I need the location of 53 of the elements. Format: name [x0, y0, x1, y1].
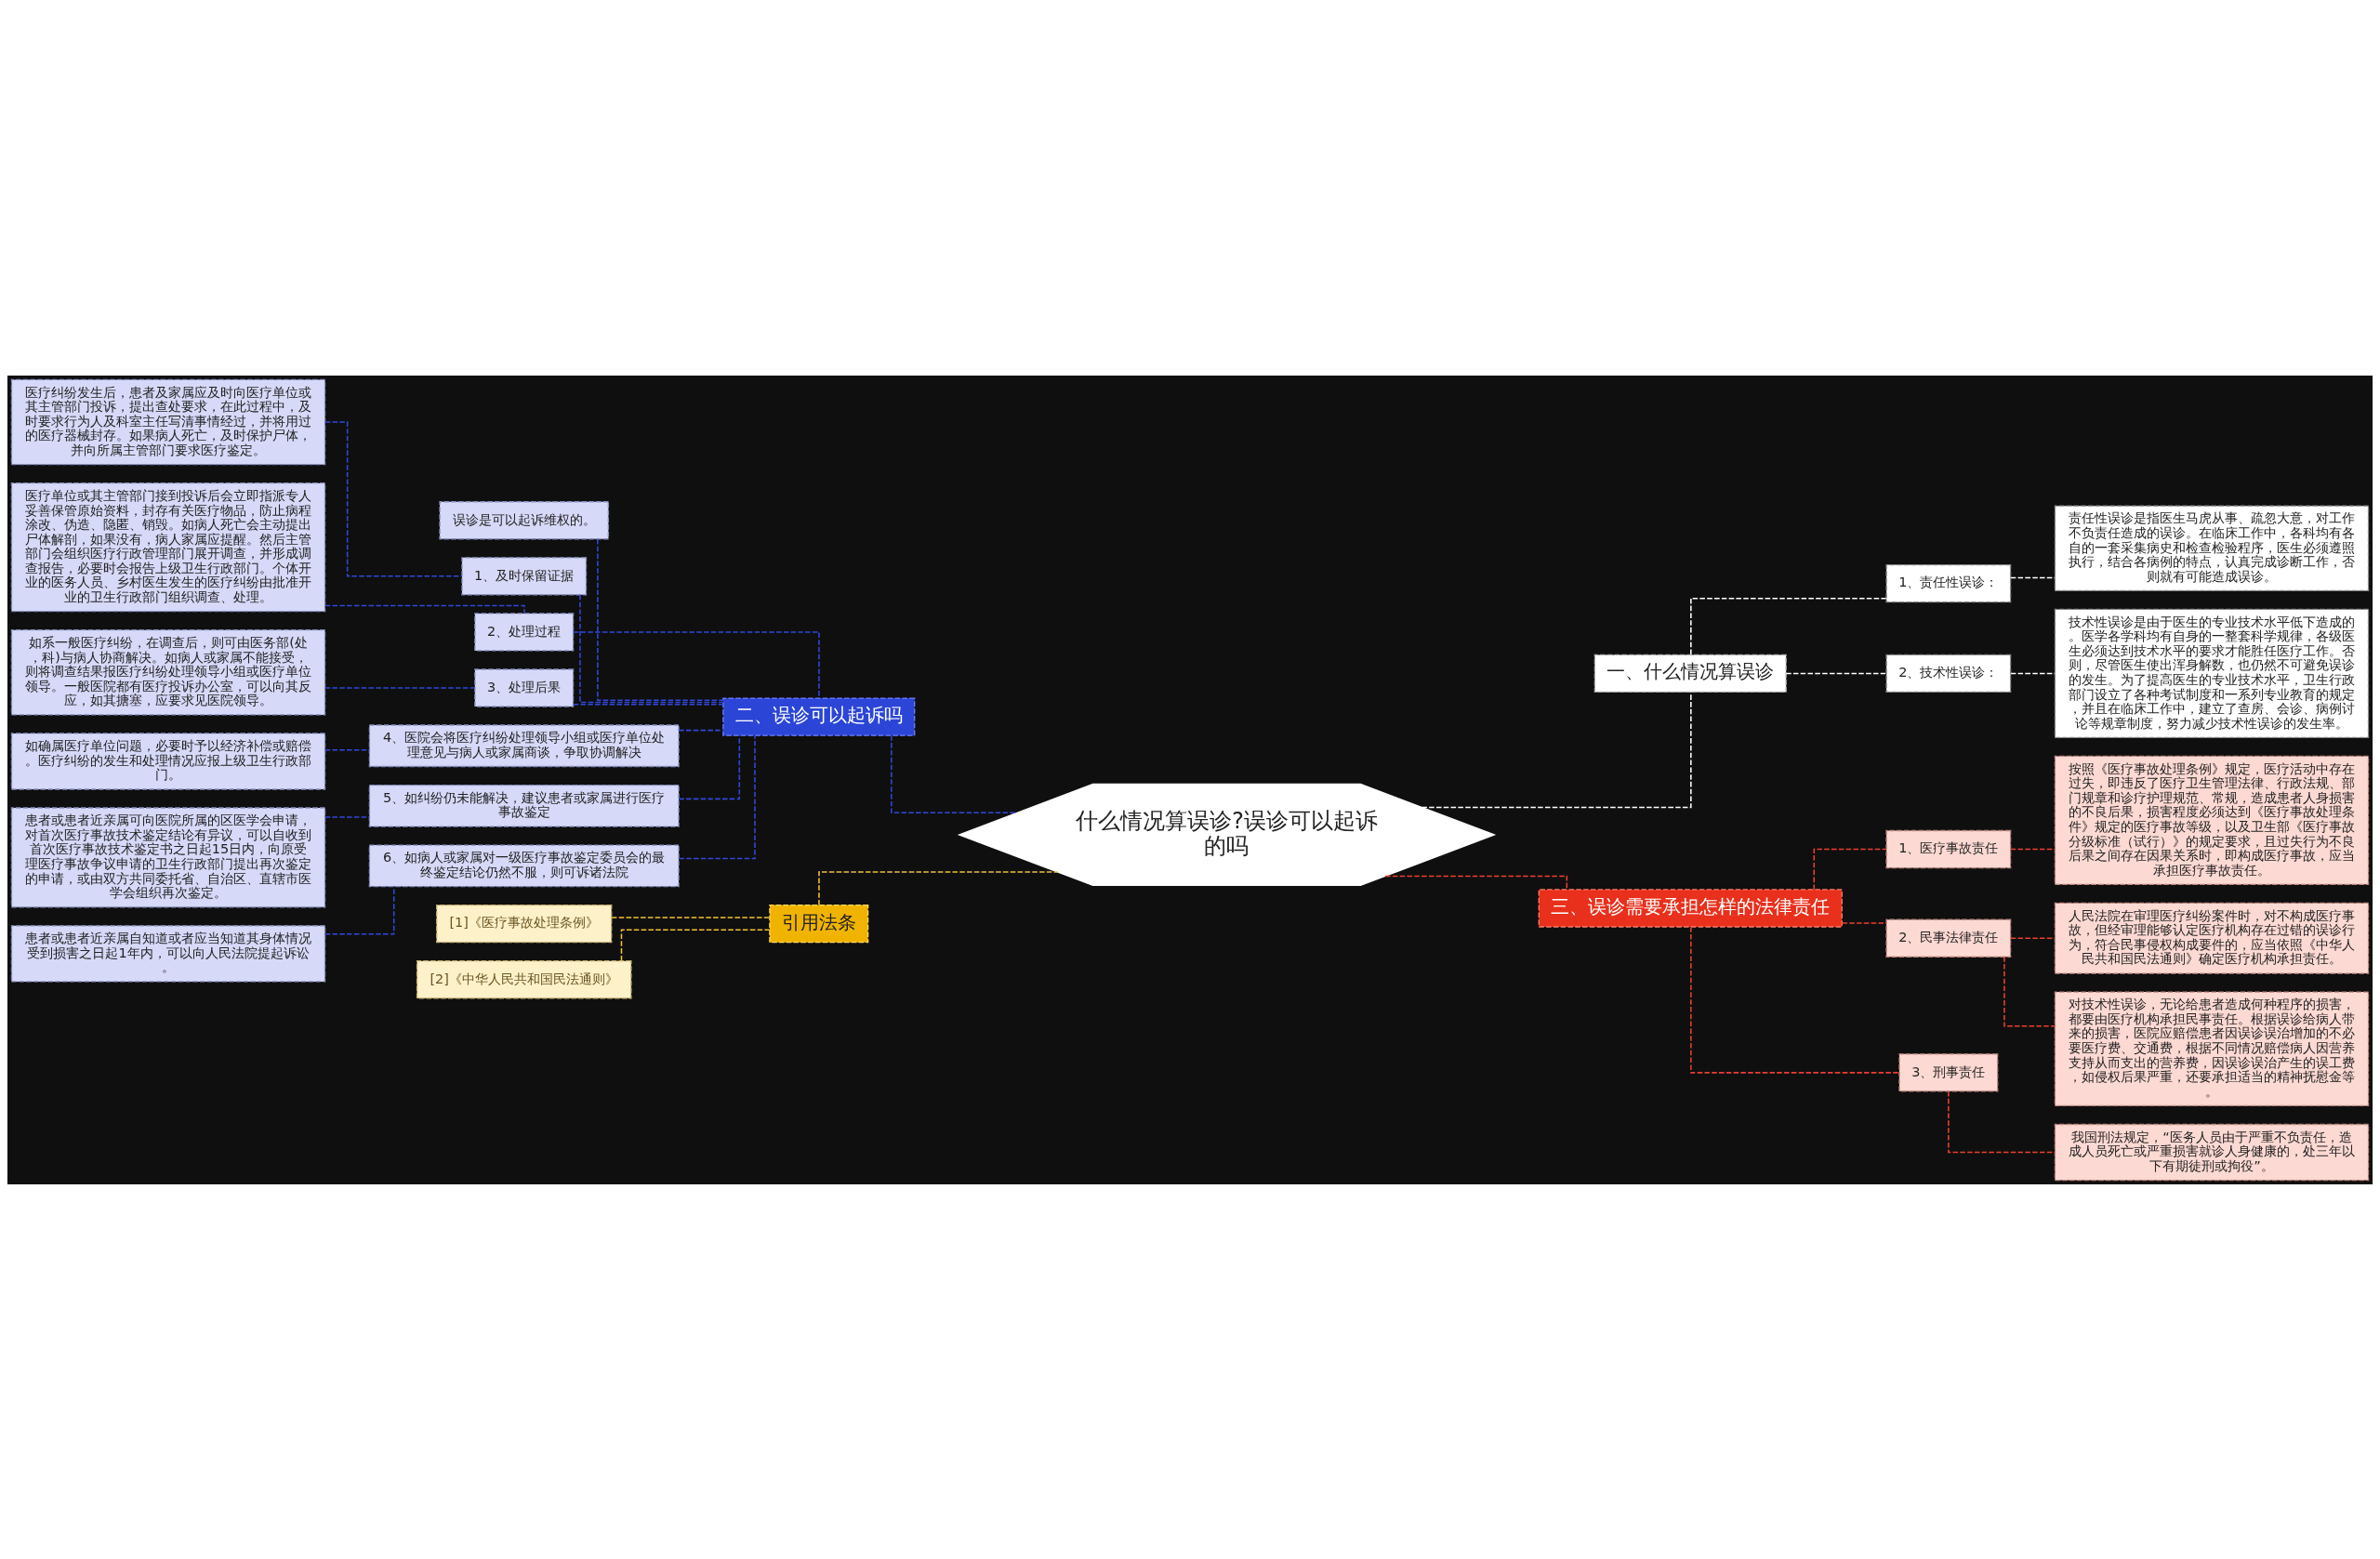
node-box: 2、民事法律责任: [1885, 918, 2012, 958]
connector: [1384, 875, 1568, 891]
connector: [678, 734, 756, 859]
node-box: 1、责任性误诊：: [1885, 563, 2012, 602]
connector: [1690, 597, 1887, 655]
node-box: 6、如病人或家属对一级医疗事故鉴定委员会的最终鉴定结论仍然不服，则可诉诸法院: [368, 843, 680, 887]
connector: [1813, 848, 1887, 891]
node-box: 3、处理后果: [474, 667, 575, 707]
connector: [2003, 956, 2056, 1027]
connector: [1690, 925, 1900, 1074]
node-box: 如系一般医疗纠纷，在调查后，则可由医务部(处，科)与病人协商解决。如病人或家属不能接受，则将调查结果报医疗纠纷处理领导小组或医疗单位领导。一般医院都有医疗投诉办公室，可以向其反应，如其搪塞，应要求见医院领导。: [10, 628, 326, 716]
node-box: 按照《医疗事故处理条例》规定，医疗活动中存在过失，即违反了医疗卫生管理法律、行政法规、部门规章和诊疗护理规范、常规，造成患者人身损害的不良后果，损害程度必须达到《医疗事故处理条件》规定的医疗事故等级，以及卫生部《医疗事故分级标准（试行）》的规定要求，且过失行为不良后果之间存在因果关系时，即构成医疗事故，应当承担医疗事故责任。: [2054, 755, 2370, 885]
node-box: 医疗单位或其主管部门接到投诉后会立即指派专人妥善保管原始资料，封存有关医疗物品，防止病程涂改、伪造、隐匿、销毁。如病人死亡会主动提出尸体解剖，如果没有，病人家属应提醒。然后主管部门会组织医疗行政管理部门展开调查，并形成调查报告，必要时会报告上级卫生行政部门。个体开业的医务人员、乡村医生发生的医疗纠纷由批准开业的卫生行政部门组织调查、处理。: [10, 482, 326, 612]
connector: [818, 870, 1059, 905]
connector: [678, 729, 724, 731]
connector: [324, 604, 525, 614]
connector: [324, 815, 371, 818]
connector: [1785, 672, 1887, 674]
node-box: 二、误诊可以起诉吗: [722, 696, 916, 736]
node-box: [1]《医疗事故处理条例》: [436, 904, 613, 943]
connector: [1841, 921, 1887, 924]
node-box: 人民法院在审理医疗纠纷案件时，对不构成医疗事故，但经审理能够认定医疗机构存在过错的误诊行为，符合民事侵权构成要件的，应当依照《中华人民共和国民法通则》确定医疗机构承担责任。: [2054, 902, 2370, 974]
node-box: 3、刑事责任: [1898, 1052, 1999, 1092]
node-box: 1、医疗事故责任: [1885, 829, 2012, 868]
connector: [678, 733, 741, 799]
connector: [573, 703, 724, 706]
connector: [579, 593, 724, 703]
connector: [573, 630, 820, 699]
connector: [611, 916, 771, 918]
connector: [597, 537, 724, 701]
node-box: 4、医院会将医疗纠纷处理领导小组或医疗单位处理意见与病人或家属商谈，争取协调解决: [368, 723, 680, 767]
node-box: 引用法条: [769, 904, 869, 943]
node-box: 2、技术性误诊：: [1885, 654, 2012, 693]
node-box: [2]《中华人民共和国民法通则》: [416, 959, 632, 998]
node-box: 患者或患者近亲属自知道或者应当知道其身体情况受到损害之日起1年内，可以向人民法院提起诉讼。: [10, 924, 326, 983]
node-box: 患者或患者近亲属可向医院所属的区医学会申请，对首次医疗事故技术鉴定结论有异议，可以自收到首次医疗事故技术鉴定书之日起15日内，向原受理医疗事故争议申请的卫生行政部门提出再次鉴定的申请，或由双方共同委托省、自治区、直辖市医学会组织再次鉴定。: [10, 806, 326, 907]
connector: [324, 686, 476, 689]
node-box: 责任性误诊是指医生马虎从事、疏忽大意，对工作不负责任造成的误诊。在临床工作中，各科均有各自的一套采集病史和检查检验程序，医生必须遵照执行，结合各病例的特点，认真完成诊断工作，否则就有可能造成误诊。: [2054, 505, 2370, 591]
node-box: 一、什么情况算误诊: [1593, 654, 1787, 693]
node-box: 三、误诊需要承担怎样的法律责任: [1538, 888, 1843, 928]
connector: [324, 748, 371, 750]
node-box: 对技术性误诊，无论给患者造成何种程序的损害，都要由医疗机构承担民事责任。根据误诊给病人带来的损害，医院应赔偿患者因误诊误治增加的不必要医疗费、交通费，根据不同情况赔偿病人因营养支持从而支出的营养费，因误诊误治产生的误工费，如侵权后果严重，还要承担适当的精神抚慰金等。: [2054, 990, 2370, 1106]
node-box: 误诊是可以起诉维权的。: [439, 500, 610, 539]
connector: [620, 929, 771, 961]
node-box: 5、如纠纷仍未能解决，建议患者或家属进行医疗事故鉴定: [368, 784, 680, 827]
node-box: 1、及时保留证据: [461, 556, 588, 596]
connector: [891, 734, 1018, 813]
node-box: 2、处理过程: [474, 612, 575, 652]
node-box: 技术性误诊是由于医生的专业技术水平低下造成的。医学各学科均有自身的一整套科学规律，各级医生必须达到技术水平的要求才能胜任医疗工作。否则，尽管医生使出浑身解数，也仍然不可避免误诊的发生。为了提高医生的专业技术水平，卫生行政部门设立了各种考试制度和一系列专业教育的规定，并且在临床工作中，建立了查房、会诊、病例讨论等规章制度，努力减少技术性误诊的发生率。: [2054, 608, 2370, 738]
node-box: 如确属医疗单位问题，必要时予以经济补偿或赔偿。医疗纠纷的发生和处理情况应报上级卫生行政部门。: [10, 732, 326, 790]
node-box: 医疗纠纷发生后，患者及家属应及时向医疗单位或其主管部门投诉，提出查处要求，在此过程中，及时要求行为人及科室主任写清事情经过，并将用过的医疗器械封存。如果病人死亡，及时保护尸体，并向所属主管部门要求医疗鉴定。: [10, 378, 326, 465]
node-box: 我国刑法规定，“医务人员由于严重不负责任，造成人员死亡或严重损害就诊人身健康的，处三年以下有期徒刑或拘役”。: [2054, 1123, 2370, 1181]
connector: [1421, 691, 1692, 808]
